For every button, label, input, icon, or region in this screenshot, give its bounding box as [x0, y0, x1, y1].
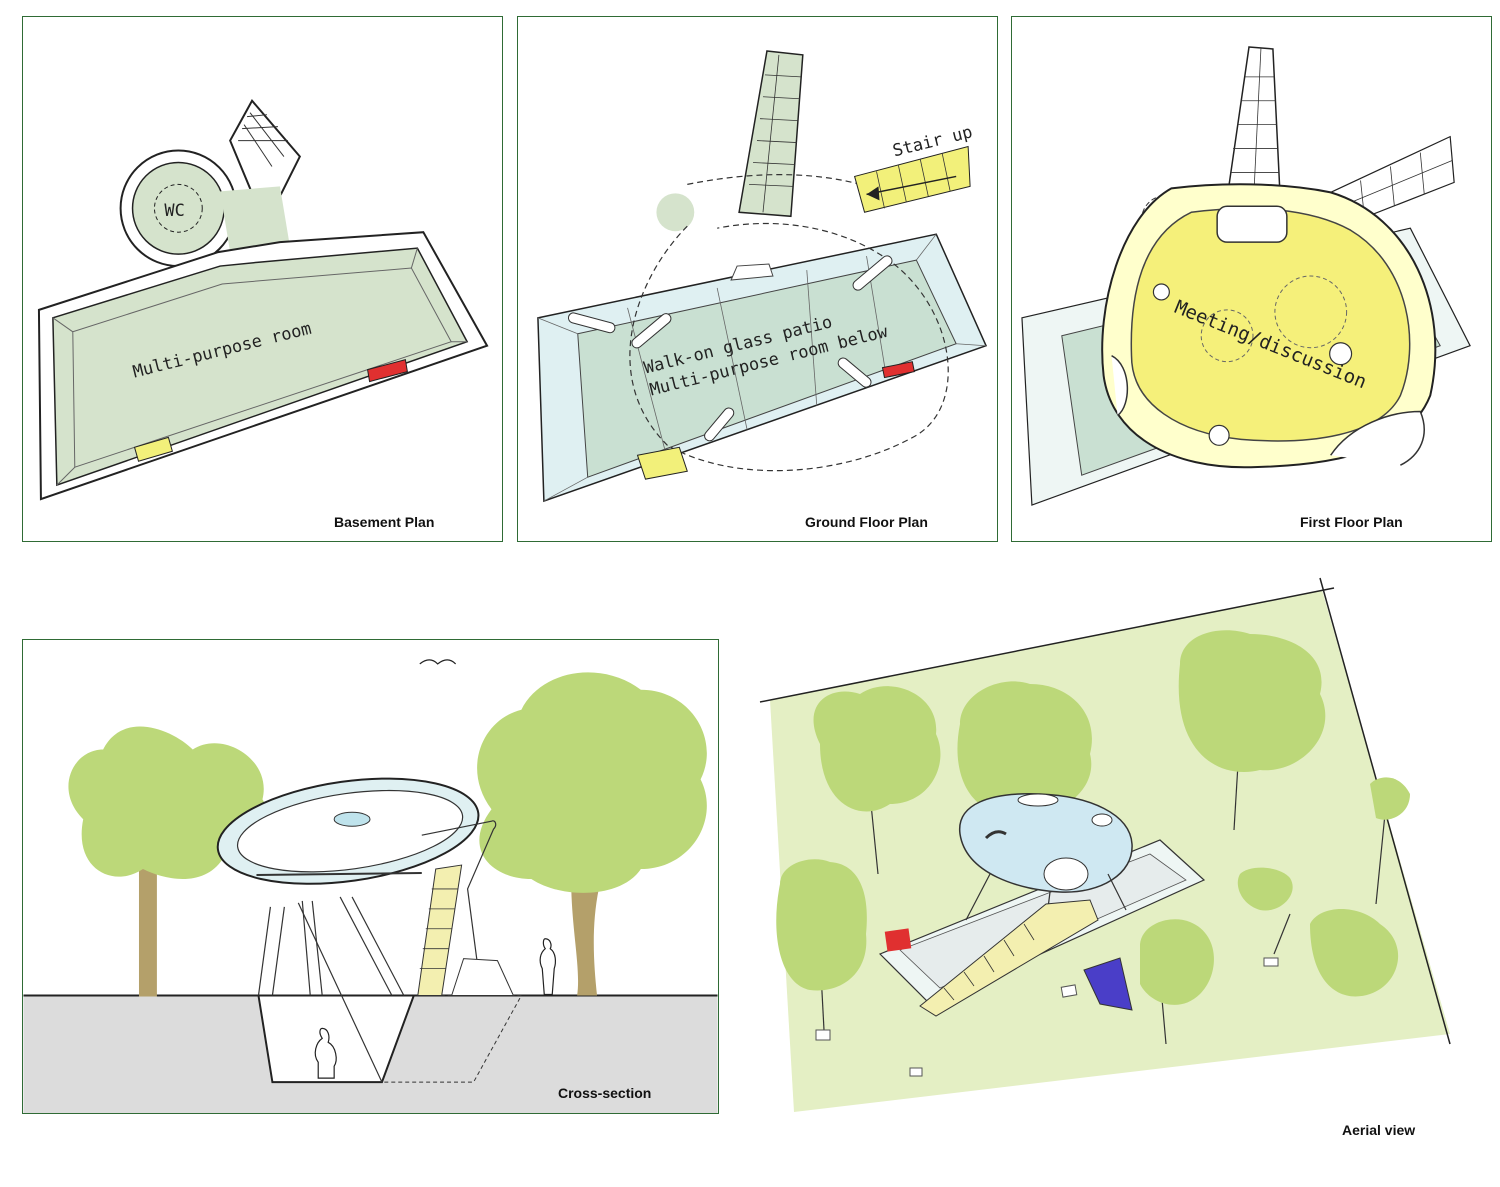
cross-section-drawing — [23, 659, 718, 1113]
cross-section-panel: Cross-section — [22, 639, 719, 1114]
aerial-pod-skylight-1 — [1017, 793, 1059, 807]
ground-hatch — [450, 958, 515, 996]
first-floor-plan-drawing: Meeting/discussion — [1021, 46, 1471, 506]
ground-floor-plan-panel: Stair up Walk-on glass patio Multi-purpo… — [517, 16, 998, 542]
ground-floor-plan-caption: Ground Floor Plan — [805, 514, 928, 530]
person-standing — [539, 938, 557, 996]
meeting-room-floor — [1130, 207, 1411, 442]
pod-legs — [257, 896, 405, 1083]
aerial-pod-entry — [1043, 857, 1089, 891]
pod-floor — [256, 872, 422, 877]
wc-fixture-circle — [153, 183, 203, 233]
corridor — [220, 186, 290, 253]
aerial-blue-object — [1083, 957, 1133, 1011]
stair-arrow-head — [866, 186, 880, 201]
first-floor-plan-caption: First Floor Plan — [1300, 514, 1403, 530]
aerial-red-object — [884, 928, 912, 952]
right-tree-trunk — [571, 878, 602, 996]
stair-arrow-line — [866, 175, 957, 196]
aerial-small-objects — [815, 957, 1279, 1077]
room-corner-lines — [52, 247, 468, 486]
entry-hatch — [1216, 205, 1288, 243]
hidden-fixtures — [1200, 275, 1348, 363]
skylight-tubes — [567, 255, 893, 442]
red-furniture — [881, 361, 915, 379]
bird-icon — [419, 659, 457, 665]
basement-plan-panel: WC Multi-purpose room Basement Plan — [22, 16, 503, 542]
cross-section-caption: Cross-section — [558, 1085, 652, 1101]
ground-floor-plan-drawing: Stair up Walk-on glass patio Multi-purpo… — [537, 50, 988, 503]
window-west — [1111, 355, 1129, 417]
external-stair — [417, 864, 463, 996]
yellow-furniture — [636, 446, 688, 480]
site-edge-north — [759, 587, 1335, 703]
stair-bridge-treads — [749, 54, 801, 213]
aerial-stair-treads — [943, 923, 1035, 1001]
aerial-pod — [959, 793, 1133, 893]
stair-up-treads — [876, 153, 951, 209]
first-floor-plan-panel: Meeting/discussion First Floor Plan — [1011, 16, 1492, 542]
stair-treads — [238, 112, 288, 167]
yellow-furniture — [133, 436, 173, 462]
window-south — [1330, 410, 1425, 466]
skylights — [1152, 283, 1353, 446]
right-tree-canopy — [477, 672, 707, 893]
patio-notch — [730, 263, 774, 281]
stair-up-yellow — [853, 145, 971, 213]
pod-interior — [236, 789, 464, 873]
aerial-view-drawing — [759, 577, 1451, 1112]
green-circle — [656, 193, 695, 232]
external-stair-treads — [419, 888, 458, 970]
aerial-pod-skylight-2 — [1091, 813, 1113, 827]
aerial-view-caption: Aerial view — [1342, 1122, 1416, 1138]
wc-label: WC — [164, 200, 184, 220]
aerial-stair — [919, 899, 1099, 1017]
tree-canopies — [776, 630, 1410, 1005]
stair-handrail — [421, 820, 497, 996]
room-inner-line — [72, 267, 452, 468]
aerial-pod-window — [984, 830, 1007, 840]
red-furniture — [366, 359, 408, 383]
basement-plan-drawing: WC Multi-purpose room — [37, 99, 489, 501]
person-below — [314, 1027, 337, 1079]
pod-skylight — [333, 811, 371, 827]
aerial-view: Aerial view — [750, 574, 1490, 1140]
basement-plan-caption: Basement Plan — [334, 514, 435, 530]
